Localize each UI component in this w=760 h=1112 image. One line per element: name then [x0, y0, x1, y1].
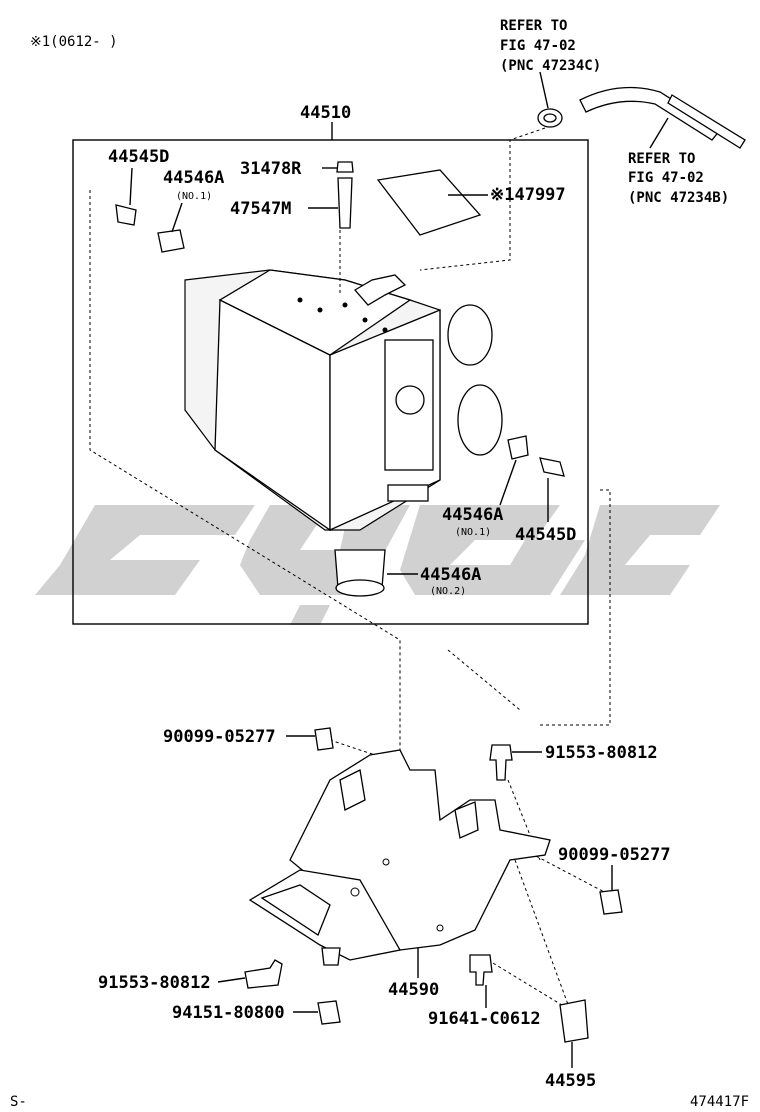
label-91553-left: 91553-80812 — [98, 973, 211, 993]
label-91641: 91641-C0612 — [428, 1009, 541, 1029]
valve-47547M — [337, 177, 353, 229]
label-44545D-mid: 44545D — [515, 525, 576, 545]
bolt-44545D-top — [115, 204, 137, 226]
nut-94151 — [317, 1000, 341, 1025]
grommet-44546A-top — [157, 229, 185, 253]
bracket-44590 — [248, 749, 551, 966]
plug-31478R — [336, 161, 354, 173]
label-44590: 44590 — [388, 980, 439, 1000]
label-47547M: 47547M — [230, 199, 291, 219]
nut-90099-right — [599, 889, 623, 915]
bolt-91553-right — [489, 744, 513, 781]
label-44546A-top: 44546A — [163, 168, 224, 188]
bolt-44545D-mid — [539, 457, 565, 477]
figure-id: 474417F — [690, 1094, 749, 1110]
label-44545D-top: 44545D — [108, 147, 169, 167]
label-44546A-bot-sub: (NO.2) — [430, 586, 466, 597]
label-94151: 94151-80800 — [172, 1003, 285, 1023]
label-44546A-bot: 44546A — [420, 565, 481, 585]
ref-right-line3: (PNC 47234B) — [628, 190, 729, 206]
ref-top-line3: (PNC 47234C) — [500, 58, 601, 74]
grommet-44546A-mid — [507, 435, 529, 460]
label-31478R: 31478R — [240, 159, 302, 179]
label-44546A-mid: 44546A — [442, 505, 503, 525]
ref-right-line2: FIG 47-02 — [628, 170, 704, 186]
assembly-frame — [72, 139, 589, 625]
label-47997: ※147997 — [490, 185, 566, 205]
label-47997 — [376, 169, 482, 236]
bolt-91641 — [469, 954, 493, 986]
bracket-44595 — [559, 999, 589, 1043]
label-44546A-top-sub: (NO.1) — [176, 191, 212, 202]
ref-right-line1: REFER TO — [628, 151, 695, 167]
bolt-91553-left — [244, 959, 283, 989]
label-44595: 44595 — [545, 1071, 596, 1091]
header-note: ※1(0612- ) — [30, 34, 118, 50]
label-91553-right: 91553-80812 — [545, 743, 658, 763]
ref-top: REFER TO FIG 47-02 (PNC 47234C) — [500, 18, 601, 109]
abs-actuator — [184, 230, 503, 532]
footer-code: S- — [10, 1094, 27, 1110]
ref-top-line1: REFER TO — [500, 18, 567, 34]
brake-hose — [419, 86, 746, 271]
label-44546A-mid-sub: (NO.1) — [455, 527, 491, 538]
ref-top-line2: FIG 47-02 — [500, 38, 576, 54]
label-90099-right: 90099-05277 — [558, 845, 671, 865]
label-90099-left: 90099-05277 — [163, 727, 276, 747]
ref-right: REFER TO FIG 47-02 (PNC 47234B) — [628, 117, 729, 206]
assy-label: 44510 — [300, 103, 351, 123]
nut-90099-left — [314, 727, 334, 751]
